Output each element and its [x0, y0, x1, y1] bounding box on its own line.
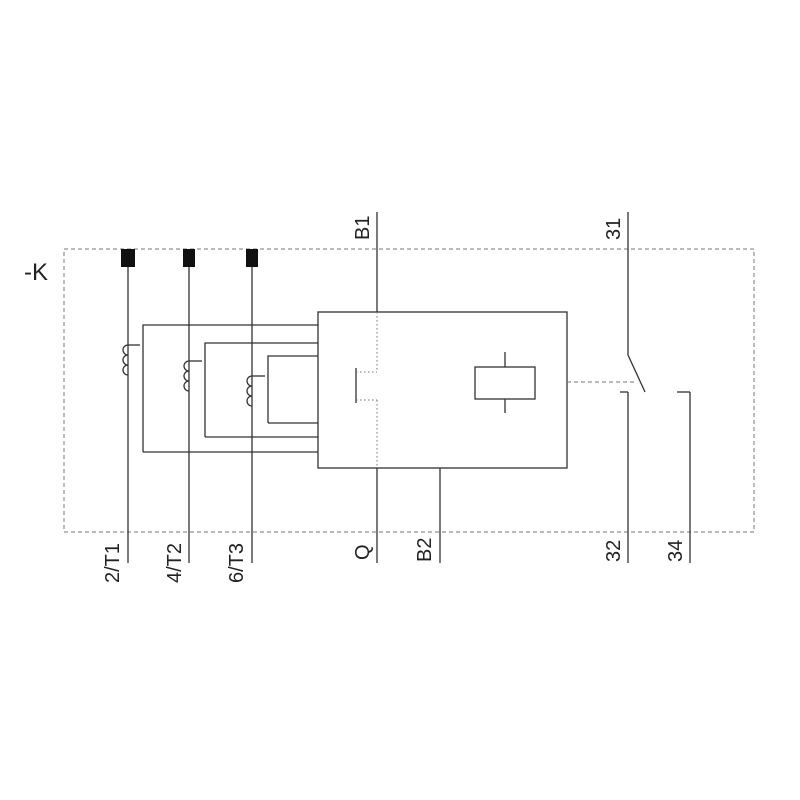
label-q: Q [352, 544, 374, 560]
device-boundary [63, 248, 755, 533]
label-b1: B1 [352, 216, 374, 240]
terminal-block-3 [246, 249, 258, 267]
label-32: 32 [603, 540, 625, 562]
relay-unit-box [317, 311, 568, 469]
coil-phase-3 [246, 375, 253, 407]
terminal-block-2 [183, 249, 195, 267]
sense-loop-3 [267, 355, 318, 423]
label-2-t1: 2/T1 [102, 543, 124, 583]
relay-coil-symbol [474, 366, 536, 400]
device-designation: -K [24, 259, 48, 286]
sense-loop-1 [142, 324, 318, 452]
sense-loop-2 [204, 342, 318, 437]
label-31: 31 [603, 218, 625, 240]
label-34: 34 [665, 540, 687, 562]
coil-phase-1 [122, 344, 129, 376]
label-b2: B2 [414, 538, 436, 562]
aux-contact-blade [627, 354, 646, 393]
label-6-t3: 6/T3 [226, 543, 248, 583]
coil-phase-2 [183, 360, 190, 392]
label-4-t2: 4/T2 [164, 543, 186, 583]
terminal-block-1 [121, 249, 135, 267]
